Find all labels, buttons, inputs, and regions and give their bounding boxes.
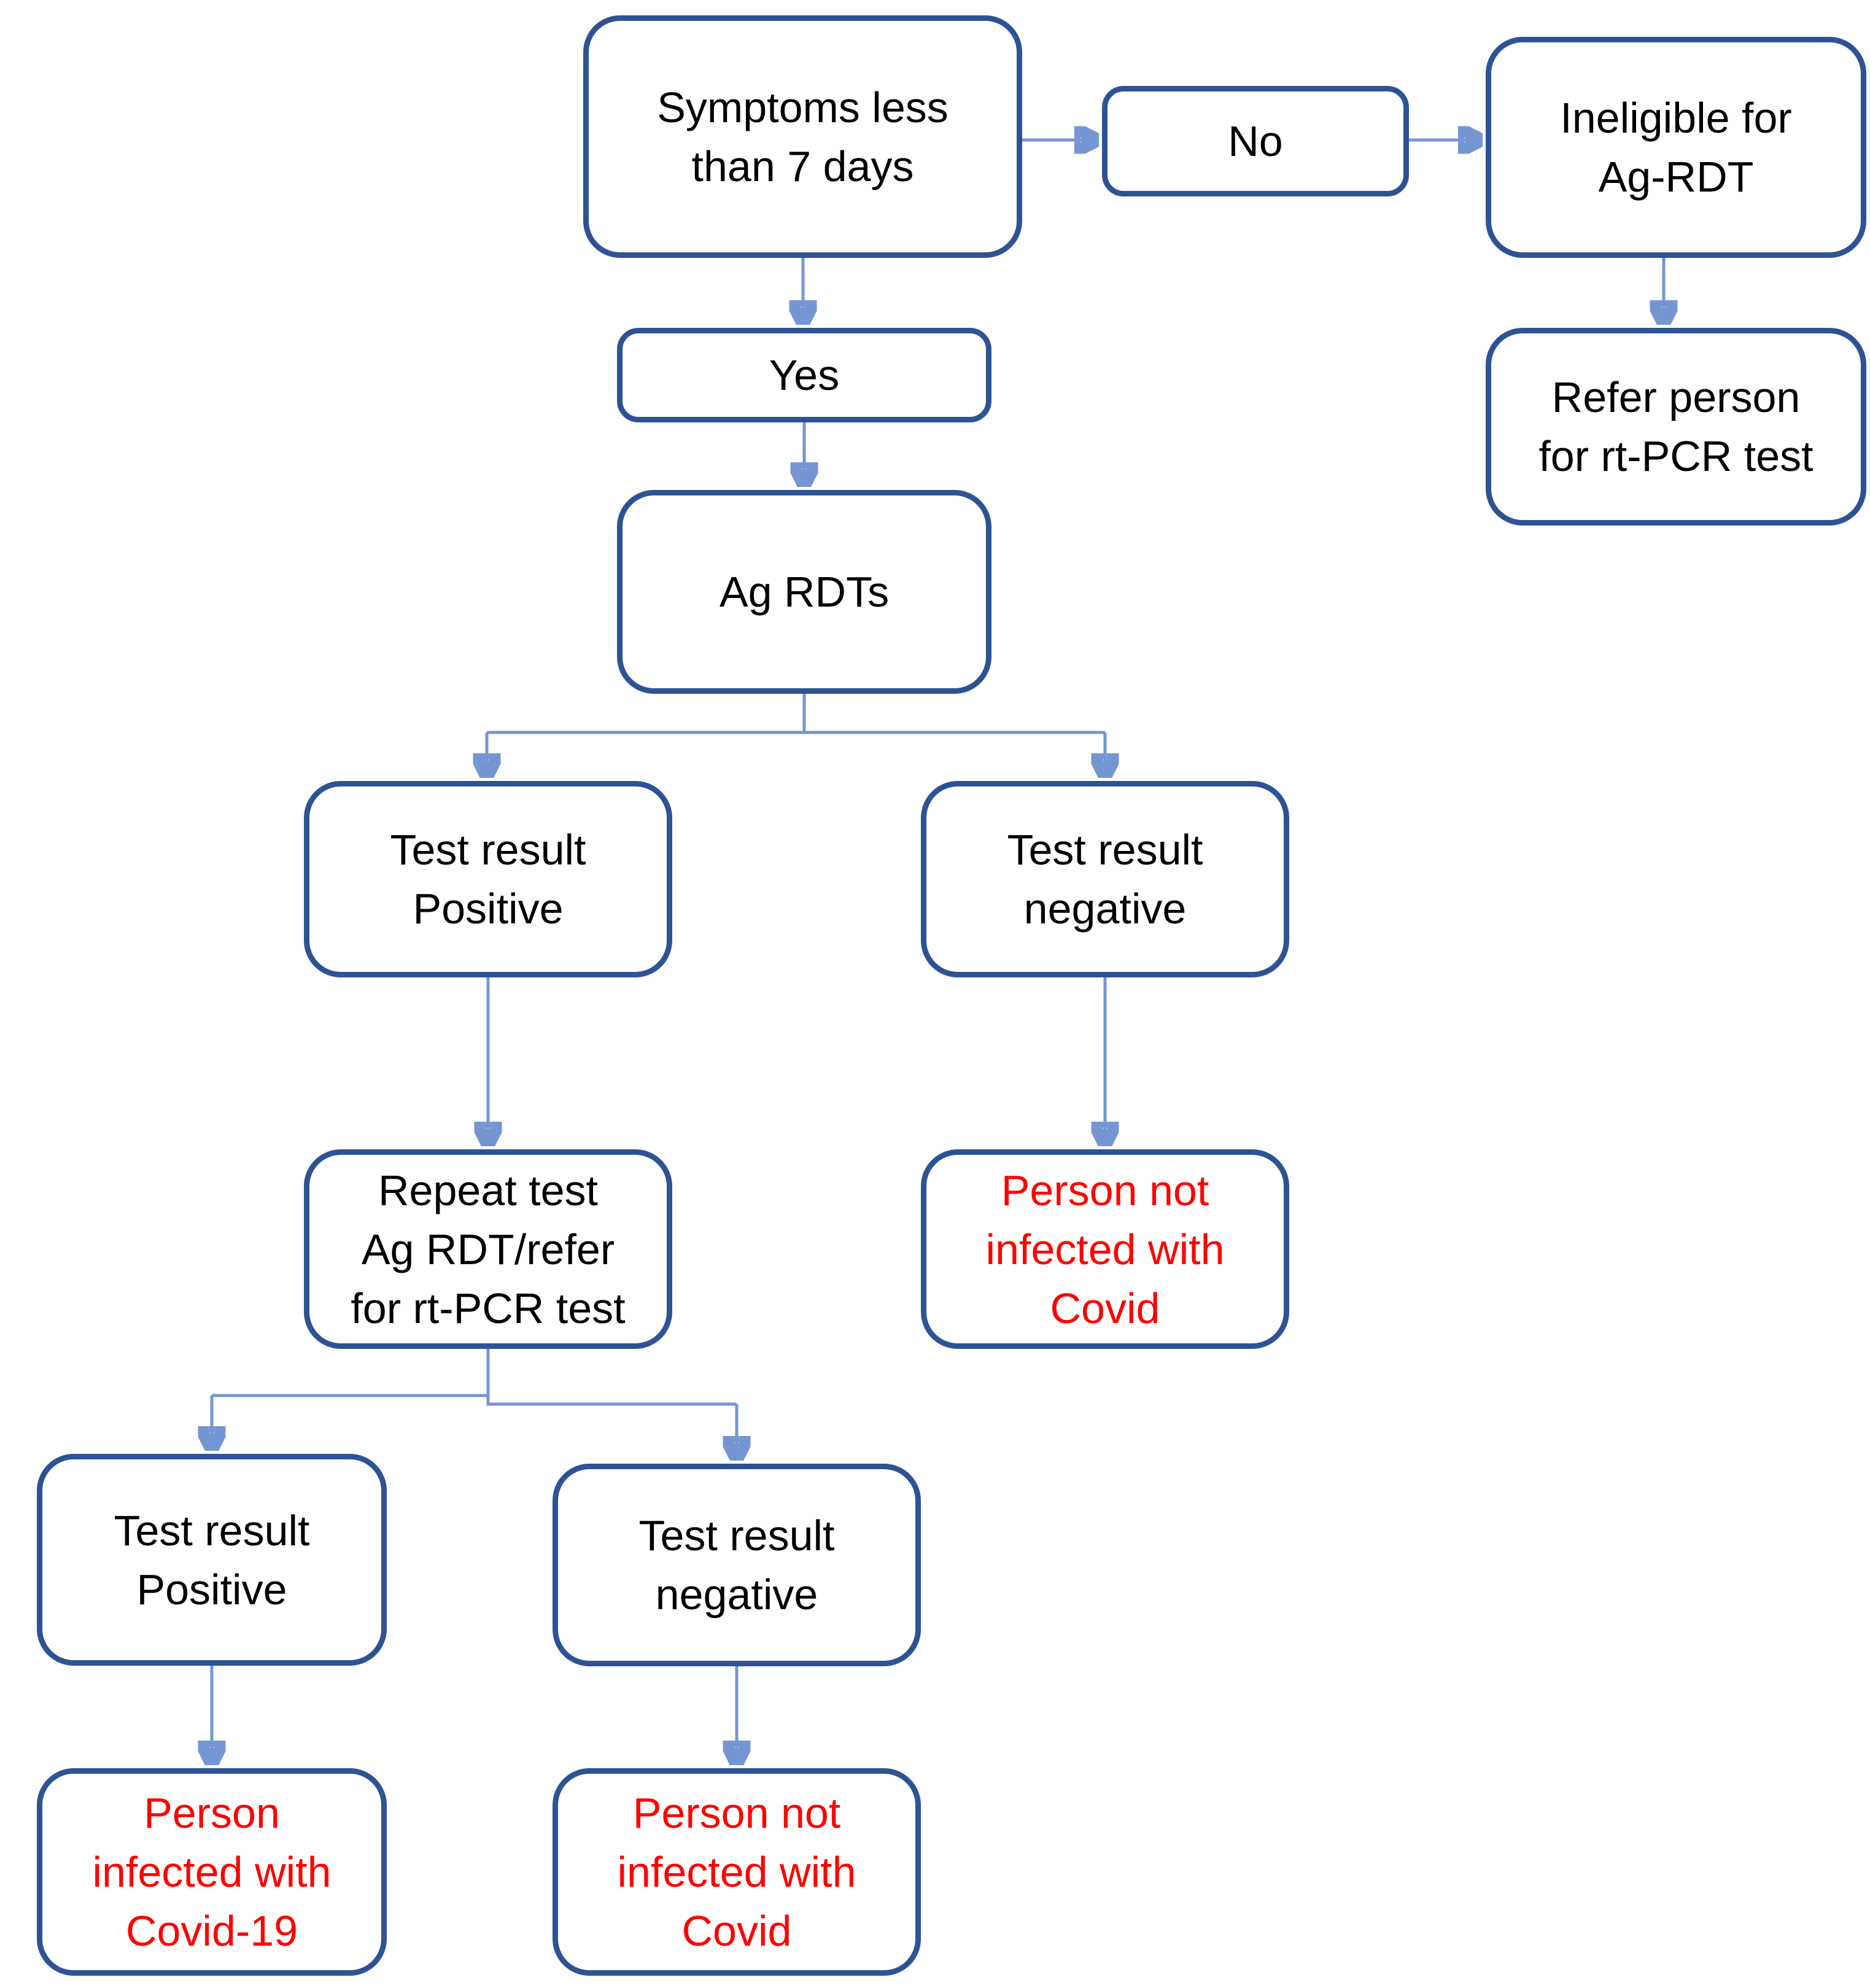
node-ag-rdts: Ag RDTs: [617, 490, 991, 694]
node-label: Test result negative: [638, 1512, 835, 1618]
node-label: Test result Positive: [390, 826, 586, 933]
node-test-result-positive-2: Test result Positive: [37, 1454, 387, 1666]
node-label: Yes: [769, 351, 840, 399]
node-label: Refer person for rt-PCR test: [1538, 373, 1814, 480]
node-yes: Yes: [617, 328, 991, 422]
node-person-not-infected-with-covid-1: Person not infected with Covid: [921, 1149, 1289, 1349]
node-symptoms-less-than-7-days: Symptoms less than 7 days: [583, 15, 1022, 258]
node-label-outcome: Person not infected with Covid: [985, 1166, 1225, 1332]
connector-repeat-split-trunk: [212, 1349, 737, 1406]
node-label-outcome: Person not infected with Covid: [617, 1789, 856, 1955]
node-test-result-negative-1: Test result negative: [921, 781, 1289, 977]
node-label: Ineligible for Ag-RDT: [1560, 94, 1792, 201]
node-repeat-test-ag-rdt-refer-rt-pcr: Repeat test Ag RDT/refer for rt-PCR test: [304, 1149, 672, 1349]
node-test-result-negative-2: Test result negative: [553, 1464, 921, 1666]
node-label: Test result Positive: [114, 1506, 310, 1613]
node-label: Ag RDTs: [719, 568, 890, 616]
node-ineligible-for-ag-rdt: Ineligible for Ag-RDT: [1486, 37, 1866, 258]
node-test-result-positive-1: Test result Positive: [304, 781, 672, 977]
node-label-outcome: Person infected with Covid-19: [92, 1789, 332, 1955]
node-label: Symptoms less than 7 days: [657, 83, 949, 190]
node-no: No: [1102, 86, 1409, 196]
node-label: Test result negative: [1007, 826, 1203, 933]
node-person-infected-with-covid-19: Person infected with Covid-19: [37, 1768, 387, 1976]
node-person-not-infected-with-covid-2: Person not infected with Covid: [553, 1768, 921, 1976]
node-label: Repeat test Ag RDT/refer for rt-PCR test: [351, 1166, 626, 1332]
connector-agrdts-split-trunk: [487, 694, 1105, 734]
node-label: No: [1228, 117, 1283, 165]
node-refer-person-for-rt-pcr-test: Refer person for rt-PCR test: [1486, 328, 1866, 526]
